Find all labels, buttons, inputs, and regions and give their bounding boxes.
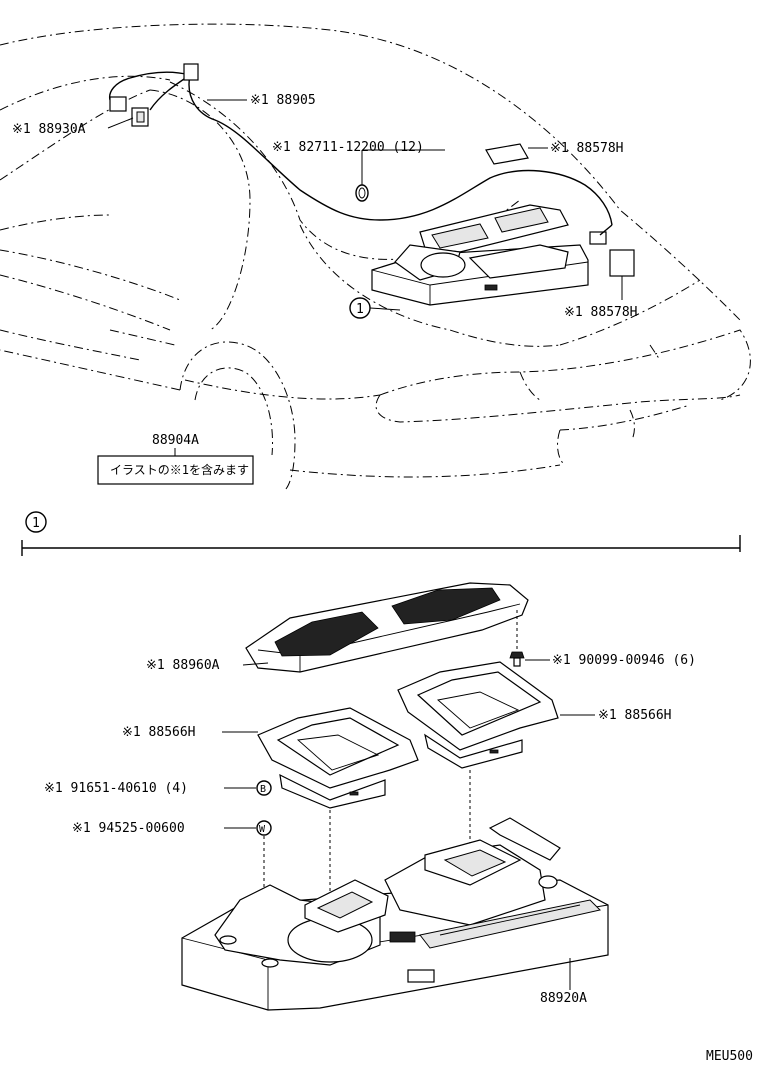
connector-icon: [589, 231, 607, 245]
label-88920a: 88920A: [540, 991, 587, 1006]
screw-90099-icon: [509, 651, 525, 667]
label-94525-00600: ※1 94525-00600: [72, 821, 185, 836]
connector-icon: [109, 96, 127, 112]
label-88904a: 88904A: [152, 433, 199, 448]
label-88905: ※1 88905: [250, 93, 316, 108]
bolt-symbol-text: B: [260, 784, 266, 795]
label-88566h-right: ※1 88566H: [598, 708, 672, 723]
washer-symbol-text: W: [259, 824, 266, 835]
bolt-symbol-circle: [256, 780, 272, 796]
callout-1-circle-section: [25, 511, 47, 533]
label-91651-40610: ※1 91651-40610 (4): [44, 781, 188, 796]
callout-1-text-section: 1: [32, 516, 40, 531]
speaker-bezel-88566h-right: [397, 661, 559, 769]
car-body-outline: [0, 23, 751, 491]
clamp-ring-icon: [355, 184, 369, 202]
label-88930a: ※1 88930A: [12, 122, 86, 137]
label-82711-12200: ※1 82711-12200 (12): [272, 140, 424, 155]
connector-icon: [183, 63, 199, 81]
label-90099-00946: ※1 90099-00946 (6): [552, 653, 696, 668]
label-88566h-left: ※1 88566H: [122, 725, 196, 740]
speaker-assembly-small: [371, 204, 589, 306]
label-88960a: ※1 88960A: [146, 658, 220, 673]
washer-symbol-circle: [256, 820, 272, 836]
label-88578h-top-icon: [485, 143, 529, 165]
note-text: イラストの※1を含みます: [110, 462, 249, 477]
figure-code: MEU500: [706, 1049, 753, 1064]
note-box: [97, 455, 254, 485]
label-88578h-right: ※1 88578H: [564, 305, 638, 320]
label-88578h-right-icon: [609, 249, 635, 277]
label-88578h-top: ※1 88578H: [550, 141, 624, 156]
speaker-bezel-88566h-left: [257, 707, 419, 809]
callout-1-text-top: 1: [356, 302, 364, 317]
wire-harness-88905: [108, 63, 613, 245]
speaker-grille-88960a: [245, 582, 529, 673]
speaker-case-88920a: [181, 817, 609, 1011]
